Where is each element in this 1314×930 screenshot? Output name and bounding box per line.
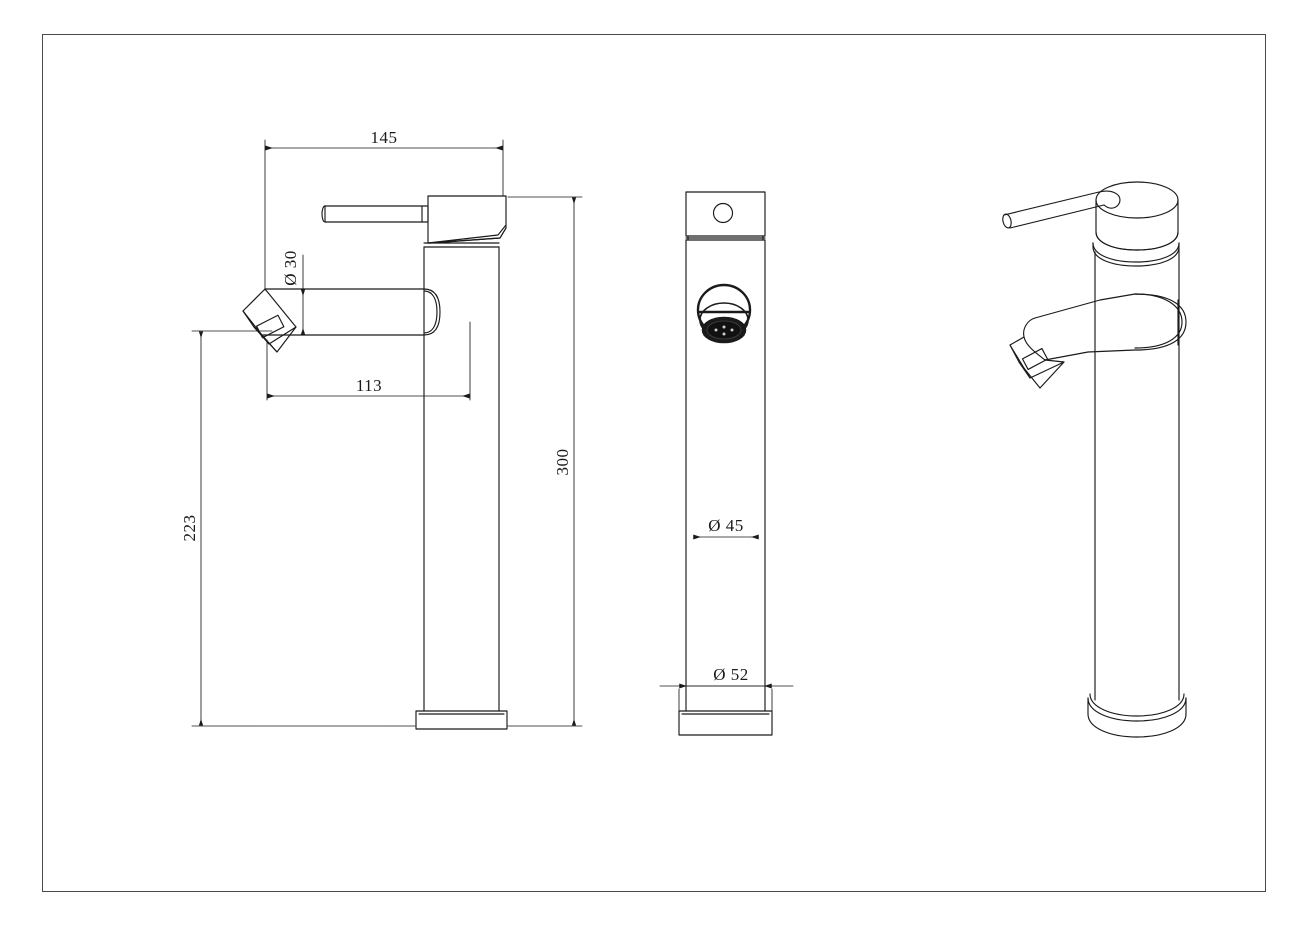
side-spout-nozzle xyxy=(242,288,297,353)
dimension-300 xyxy=(507,196,583,727)
dimension-113 xyxy=(266,321,471,401)
side-lever-arm xyxy=(321,205,429,223)
iso-handle-cap xyxy=(1095,181,1179,251)
side-base-flange xyxy=(415,710,508,730)
side-elevation-view xyxy=(242,195,508,730)
front-elevation-view xyxy=(678,191,773,736)
dimension-labels: 145 Ø 30 113 223 300 Ø 45 Ø 52 xyxy=(180,128,749,684)
dimension-d52 xyxy=(659,683,794,715)
side-body-column xyxy=(423,246,500,712)
side-spout-body xyxy=(261,288,441,336)
front-handle-cap xyxy=(685,191,766,241)
dimension-label-300: 300 xyxy=(553,449,572,476)
iso-base-flange xyxy=(1087,693,1187,738)
dimension-223 xyxy=(191,330,416,727)
dimension-label-d45: Ø 45 xyxy=(708,516,744,535)
iso-body-column xyxy=(1094,247,1180,701)
side-handle-collar xyxy=(423,242,500,248)
dimension-label-223: 223 xyxy=(180,515,199,542)
dimension-label-145: 145 xyxy=(371,128,398,147)
sheet-border-frame xyxy=(42,34,1266,892)
front-aerator-outlet xyxy=(696,283,752,344)
dimension-label-113: 113 xyxy=(356,376,382,395)
side-handle-housing xyxy=(427,195,507,244)
iso-lever-arm xyxy=(1002,190,1121,229)
dimension-label-d52: Ø 52 xyxy=(713,665,749,684)
iso-spout-body xyxy=(1023,293,1187,361)
iso-handle-collar xyxy=(1092,242,1180,267)
front-body-column xyxy=(685,239,766,712)
iso-spout-nozzle xyxy=(1009,336,1065,389)
isometric-view xyxy=(1002,181,1187,738)
dimension-145 xyxy=(264,139,504,291)
dimension-label-d30: Ø 30 xyxy=(281,250,300,286)
front-base-flange xyxy=(678,710,773,736)
